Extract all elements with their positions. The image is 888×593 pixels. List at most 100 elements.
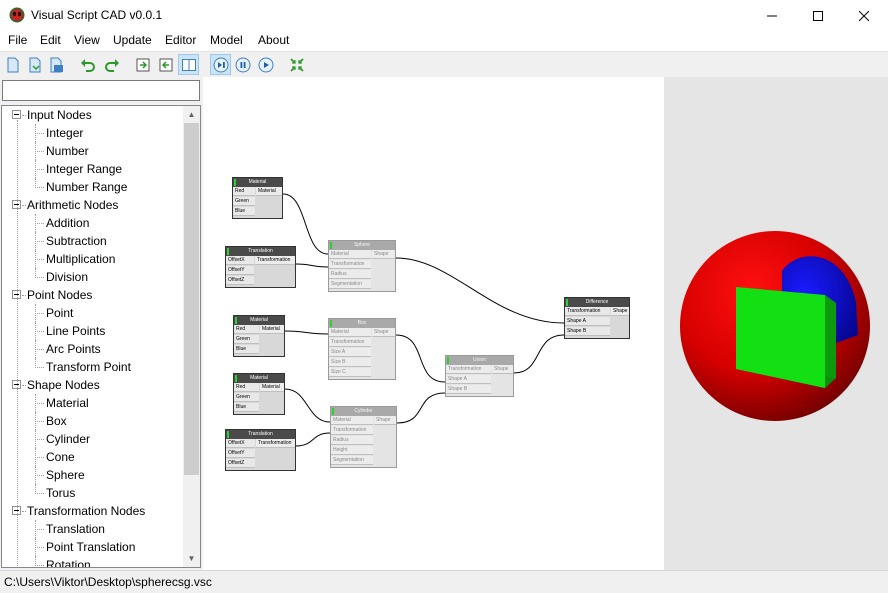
scroll-down-icon[interactable]: ▼: [187, 554, 196, 563]
input-slot[interactable]: Transformation: [565, 307, 610, 316]
input-slot[interactable]: OffsetZ: [226, 276, 254, 285]
tree-node-item[interactable]: Integer: [46, 124, 83, 142]
collapse-toggle-icon[interactable]: [12, 290, 21, 299]
node-title[interactable]: Cylinder: [331, 407, 396, 416]
tree-node-item[interactable]: Cone: [46, 448, 75, 466]
undo-button[interactable]: [77, 54, 98, 75]
node-search-input[interactable]: [2, 80, 200, 101]
tree-node-item[interactable]: Line Points: [46, 322, 105, 340]
output-slot[interactable]: Material: [256, 187, 282, 196]
input-slot[interactable]: Green: [234, 393, 259, 402]
output-slot[interactable]: Material: [260, 383, 284, 392]
tree-node-item[interactable]: Rotation: [46, 556, 91, 567]
collapse-toggle-icon[interactable]: [12, 110, 21, 119]
input-slot[interactable]: Transformation: [329, 260, 371, 269]
tree-node-item[interactable]: Arc Points: [46, 340, 101, 358]
input-slot[interactable]: Material: [331, 416, 373, 425]
input-slot[interactable]: Transformation: [329, 338, 371, 347]
tree-node-item[interactable]: Cylinder: [46, 430, 90, 448]
menu-editor[interactable]: Editor: [165, 33, 197, 47]
node-title[interactable]: Union: [446, 356, 513, 365]
output-slot[interactable]: Material: [260, 325, 284, 334]
run-step-button[interactable]: [210, 54, 231, 75]
scroll-up-icon[interactable]: ▲: [187, 110, 196, 119]
fit-view-button[interactable]: [286, 54, 307, 75]
3d-model-viewer[interactable]: [664, 77, 888, 570]
input-slot[interactable]: Red: [234, 383, 259, 392]
tree-node-item[interactable]: Addition: [46, 214, 89, 232]
tree-category[interactable]: Transformation Nodes: [27, 502, 145, 520]
tree-node-item[interactable]: Multiplication: [46, 250, 115, 268]
menu-update[interactable]: Update: [113, 33, 152, 47]
output-slot[interactable]: Shape: [492, 365, 513, 374]
input-slot[interactable]: Material: [329, 328, 371, 337]
tree-scrollbar[interactable]: ▲ ▼: [183, 106, 200, 567]
input-slot[interactable]: Size B: [329, 358, 371, 367]
redo-button[interactable]: [101, 54, 122, 75]
tree-node-item[interactable]: Number: [46, 142, 89, 160]
output-slot[interactable]: Shape: [374, 416, 396, 425]
collapse-toggle-icon[interactable]: [12, 380, 21, 389]
output-slot[interactable]: Shape: [372, 250, 395, 259]
input-slot[interactable]: Transformation: [331, 426, 373, 435]
node-title[interactable]: Material: [234, 316, 284, 325]
menu-model[interactable]: Model: [210, 33, 243, 47]
output-slot[interactable]: Shape: [611, 307, 629, 316]
input-slot[interactable]: Size C: [329, 368, 371, 377]
save-file-button[interactable]: [46, 54, 67, 75]
output-slot[interactable]: Transformation: [255, 256, 295, 265]
input-slot[interactable]: Segmentation: [331, 456, 373, 465]
tree-node-item[interactable]: Point: [46, 304, 73, 322]
tree-category[interactable]: Shape Nodes: [27, 376, 100, 394]
input-slot[interactable]: Shape B: [446, 385, 491, 394]
input-slot[interactable]: Blue: [234, 403, 259, 412]
menu-view[interactable]: View: [74, 33, 100, 47]
input-slot[interactable]: Radius: [331, 436, 373, 445]
node-title[interactable]: Translation: [226, 430, 295, 439]
node-title[interactable]: Sphere: [329, 241, 395, 250]
input-slot[interactable]: Green: [233, 197, 255, 206]
tree-node-item[interactable]: Sphere: [46, 466, 85, 484]
input-slot[interactable]: OffsetY: [226, 449, 255, 458]
input-slot[interactable]: OffsetZ: [226, 459, 255, 468]
output-slot[interactable]: Shape: [372, 328, 395, 337]
play-button[interactable]: [255, 54, 276, 75]
tree-node-item[interactable]: Integer Range: [46, 160, 122, 178]
menu-about[interactable]: About: [258, 33, 290, 47]
toggle-split-view-button[interactable]: [178, 54, 199, 75]
input-slot[interactable]: OffsetX: [226, 256, 254, 265]
tree-node-item[interactable]: Point Translation: [46, 538, 135, 556]
tree-node-item[interactable]: Box: [46, 412, 67, 430]
node-title[interactable]: Difference: [565, 298, 629, 307]
menu-edit[interactable]: Edit: [40, 33, 61, 47]
tree-category[interactable]: Input Nodes: [27, 106, 92, 124]
tree-node-item[interactable]: Transform Point: [46, 358, 131, 376]
tree-node-item[interactable]: Division: [46, 268, 88, 286]
collapse-toggle-icon[interactable]: [12, 506, 21, 515]
input-slot[interactable]: Shape A: [446, 375, 491, 384]
node-title[interactable]: Material: [234, 374, 284, 383]
node-title[interactable]: Box: [329, 319, 395, 328]
pause-button[interactable]: [232, 54, 253, 75]
input-slot[interactable]: Segmentation: [329, 280, 371, 289]
open-file-button[interactable]: [24, 54, 45, 75]
export-button[interactable]: [155, 54, 176, 75]
input-slot[interactable]: Green: [234, 335, 259, 344]
menu-file[interactable]: File: [8, 33, 28, 47]
tree-node-item[interactable]: Torus: [46, 484, 75, 502]
tree-node-item[interactable]: Translation: [46, 520, 105, 538]
tree-node-item[interactable]: Number Range: [46, 178, 127, 196]
node-title[interactable]: Translation: [226, 247, 295, 256]
collapse-toggle-icon[interactable]: [12, 200, 21, 209]
import-button[interactable]: [132, 54, 153, 75]
input-slot[interactable]: Material: [329, 250, 371, 259]
